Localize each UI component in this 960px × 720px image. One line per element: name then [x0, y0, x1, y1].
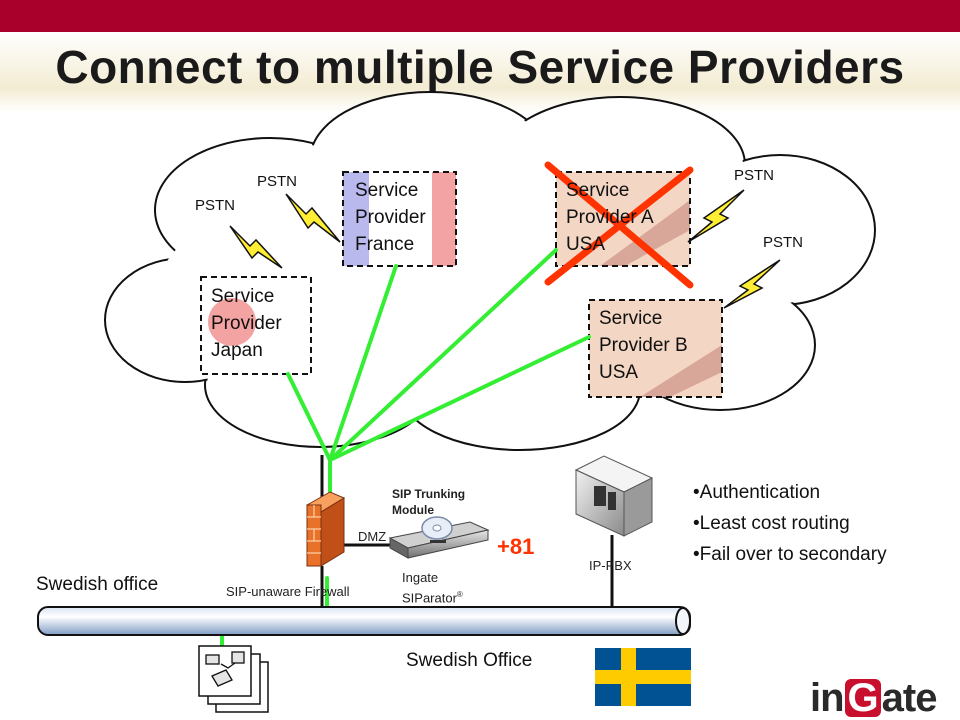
office-lan-pipe — [37, 606, 691, 636]
swedish-office-label: Swedish office — [36, 574, 159, 595]
siparator-label: Ingate SIParator® — [402, 570, 463, 606]
provider-usa-a-box — [555, 171, 691, 267]
firewall-icon — [305, 491, 346, 567]
france-flag-red — [432, 172, 456, 266]
ip-pbx-label: IP-PBX — [589, 558, 632, 573]
cloud-icon — [104, 91, 876, 451]
provider-france-box — [342, 171, 457, 267]
sip-module-cd-icon — [421, 516, 453, 540]
pstn-label-usa-a: PSTN — [734, 167, 775, 184]
pstn-label-japan: PSTN — [195, 197, 236, 214]
cross-icon — [544, 161, 694, 289]
sweden-flag-icon — [595, 648, 691, 706]
server-icon — [574, 455, 654, 537]
feature-item: •Least cost routing — [693, 513, 850, 534]
france-flag-blue — [343, 172, 369, 266]
feature-item: •Authentication — [693, 482, 821, 503]
japan-flag-circle — [208, 298, 256, 346]
provider-japan-box — [200, 276, 312, 375]
firewall-label: SIP-unaware Firewall — [226, 584, 350, 599]
dmz-label: DMZ — [358, 529, 387, 544]
lightning-icon — [229, 189, 781, 309]
phones-icon — [198, 645, 269, 713]
pstn-label-france: PSTN — [257, 173, 298, 190]
feature-list: •Authentication •Least cost routing •Fai… — [693, 482, 887, 575]
swedish-office-bottom-label: Swedish Office — [406, 650, 533, 671]
dial-prefix-label: +81 — [497, 534, 535, 559]
pstn-label-usa-b: PSTN — [763, 234, 804, 251]
top-banner — [0, 0, 960, 32]
feature-item: •Fail over to secondary — [693, 544, 887, 565]
sip-trunk-links — [220, 248, 591, 650]
page-title: Connect to multiple Service Providers — [55, 41, 905, 93]
provider-usa-b-box — [588, 299, 723, 398]
